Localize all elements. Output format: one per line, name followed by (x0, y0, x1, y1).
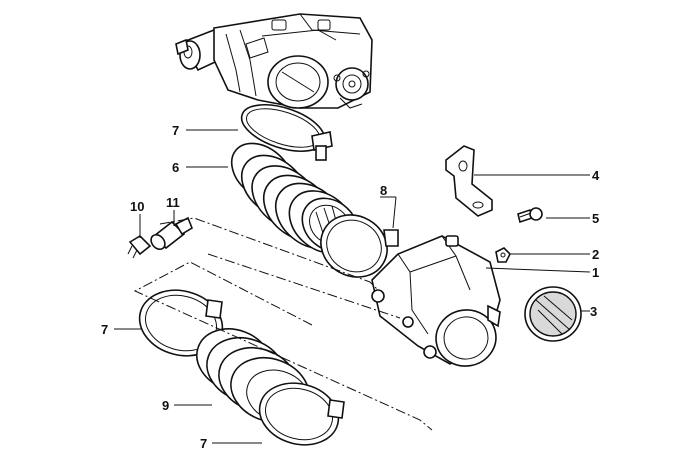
hose-clamp-lower-2 (258, 382, 345, 446)
callout-1: 1 (592, 265, 599, 280)
throttle-body (175, 13, 373, 109)
hose-clamp-upper (240, 103, 333, 161)
callout-11: 11 (166, 195, 180, 210)
callout-4: 4 (592, 168, 600, 183)
screw (517, 207, 543, 224)
callout-6: 6 (172, 160, 179, 175)
callout-3: 3 (590, 304, 597, 319)
callout-2: 2 (592, 247, 599, 262)
temp-sensor-10 (127, 234, 152, 259)
assembly-lines (133, 217, 433, 431)
callout-7-bottom: 7 (200, 436, 207, 451)
callout-9: 9 (162, 398, 169, 413)
nut (495, 247, 511, 263)
callout-7-top: 7 (172, 123, 179, 138)
hose-clamp-8 (320, 214, 399, 278)
leader-lines (114, 129, 591, 444)
callout-10: 10 (130, 199, 144, 214)
callout-7-middle: 7 (101, 322, 108, 337)
temp-sensor-11 (150, 216, 193, 251)
screen-ring (524, 286, 582, 342)
callouts: 7 6 8 4 5 2 1 3 10 11 7 9 7 (101, 123, 600, 451)
air-flow-meter (371, 235, 501, 367)
bracket (445, 145, 493, 217)
callout-5: 5 (592, 211, 599, 226)
callout-8: 8 (380, 183, 387, 198)
